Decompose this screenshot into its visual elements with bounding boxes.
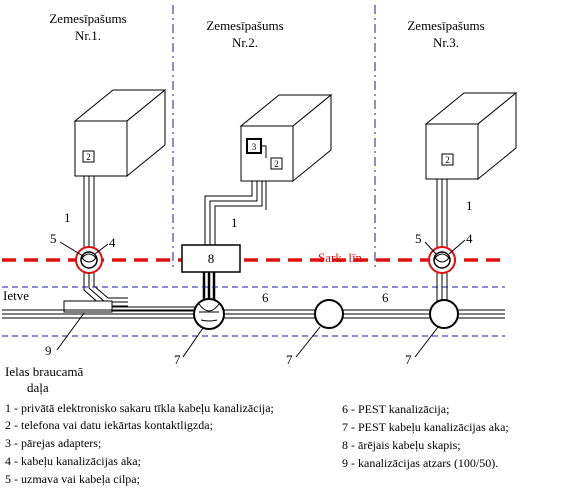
callout-1-mid: 1 bbox=[231, 215, 238, 230]
outlet-icon bbox=[82, 150, 95, 163]
house-2-outlet-label: 2 bbox=[274, 159, 279, 169]
leader-line bbox=[56, 312, 85, 351]
red-line-label: Sark. līn. bbox=[318, 250, 365, 265]
private-conduit-3 bbox=[436, 179, 448, 305]
property-1-title: Zemesīpašums bbox=[49, 11, 126, 26]
house-3-outlet-label: 2 bbox=[445, 155, 450, 165]
branch-conduit bbox=[112, 306, 195, 312]
legend-item: 7 - PEST kabeļu kanalizācijas aka; bbox=[342, 420, 509, 434]
legend-item: 8 - ārējais kabeļu skapis; bbox=[342, 438, 461, 452]
property-3-title: Zemesīpašums bbox=[407, 18, 484, 33]
outlet-icon bbox=[270, 157, 283, 170]
cable-manhole bbox=[75, 246, 103, 274]
legend-left: 1 - privātā elektronisko sakaru tīkla ka… bbox=[5, 401, 274, 486]
legend-item: 9 - kanalizācijas atzars (100/50). bbox=[342, 456, 498, 470]
cabinet-conduit bbox=[202, 272, 216, 300]
callout-4-right: 4 bbox=[466, 231, 473, 246]
callout-1-right: 1 bbox=[466, 198, 473, 213]
callout-7-b: 7 bbox=[286, 352, 293, 367]
callout-1-left: 1 bbox=[64, 210, 71, 225]
cabinet-label: 8 bbox=[208, 251, 215, 266]
legend-item: 3 - pārejas adapters; bbox=[5, 436, 101, 450]
house-3 bbox=[424, 91, 518, 181]
house-1 bbox=[73, 88, 167, 178]
outlet-icon bbox=[441, 153, 454, 166]
leader-line bbox=[424, 241, 437, 255]
adapter-link bbox=[261, 145, 267, 158]
roadway-label-line1: Ielas braucamā bbox=[5, 364, 84, 379]
callout-9: 9 bbox=[45, 343, 52, 358]
callout-4-left: 4 bbox=[109, 235, 116, 250]
property-1-number: Nr.1. bbox=[75, 28, 101, 43]
house-2-adapter-label: 3 bbox=[252, 142, 257, 152]
leader-line bbox=[295, 326, 321, 358]
leader-line bbox=[414, 326, 439, 358]
leader-line bbox=[59, 241, 84, 257]
sidewalk-label: Ietve bbox=[3, 288, 29, 303]
property-3-number: Nr.3. bbox=[433, 35, 459, 50]
private-conduit-1 bbox=[83, 176, 95, 248]
callout-6-b: 6 bbox=[382, 290, 389, 305]
branch-conduit bbox=[83, 268, 128, 307]
callout-7-a: 7 bbox=[174, 352, 181, 367]
private-conduit-2 bbox=[204, 181, 267, 245]
callout-5-right: 5 bbox=[415, 231, 422, 246]
callout-6-a: 6 bbox=[262, 290, 269, 305]
leader-line bbox=[94, 243, 109, 255]
legend-item: 1 - privātā elektronisko sakaru tīkla ka… bbox=[5, 401, 274, 415]
external-cable-cabinet bbox=[181, 244, 241, 273]
roadway-label-line2: daļa bbox=[27, 380, 49, 395]
leader-line bbox=[182, 327, 204, 358]
legend-item: 6 - PEST kanalizācija; bbox=[342, 402, 449, 416]
legend-item: 2 - telefona vai datu iekārtas kontaktli… bbox=[5, 418, 213, 432]
callout-5-left: 5 bbox=[50, 231, 57, 246]
leader-line bbox=[448, 239, 466, 255]
legend-right: 6 - PEST kanalizācija; 7 - PEST kabeļu k… bbox=[342, 402, 509, 470]
property-2-number: Nr.2. bbox=[232, 35, 258, 50]
legend-item: 4 - kabeļu kanalizācijas aka; bbox=[5, 454, 141, 468]
legend-item: 5 - uzmava vai kabeļa cilpa; bbox=[5, 472, 140, 486]
callout-7-c: 7 bbox=[405, 352, 412, 367]
manhole-inner-lines bbox=[198, 303, 220, 322]
house-1-outlet-label: 2 bbox=[86, 152, 91, 162]
property-2-title: Zemesīpašums bbox=[206, 18, 283, 33]
pest-conduit bbox=[2, 309, 505, 319]
